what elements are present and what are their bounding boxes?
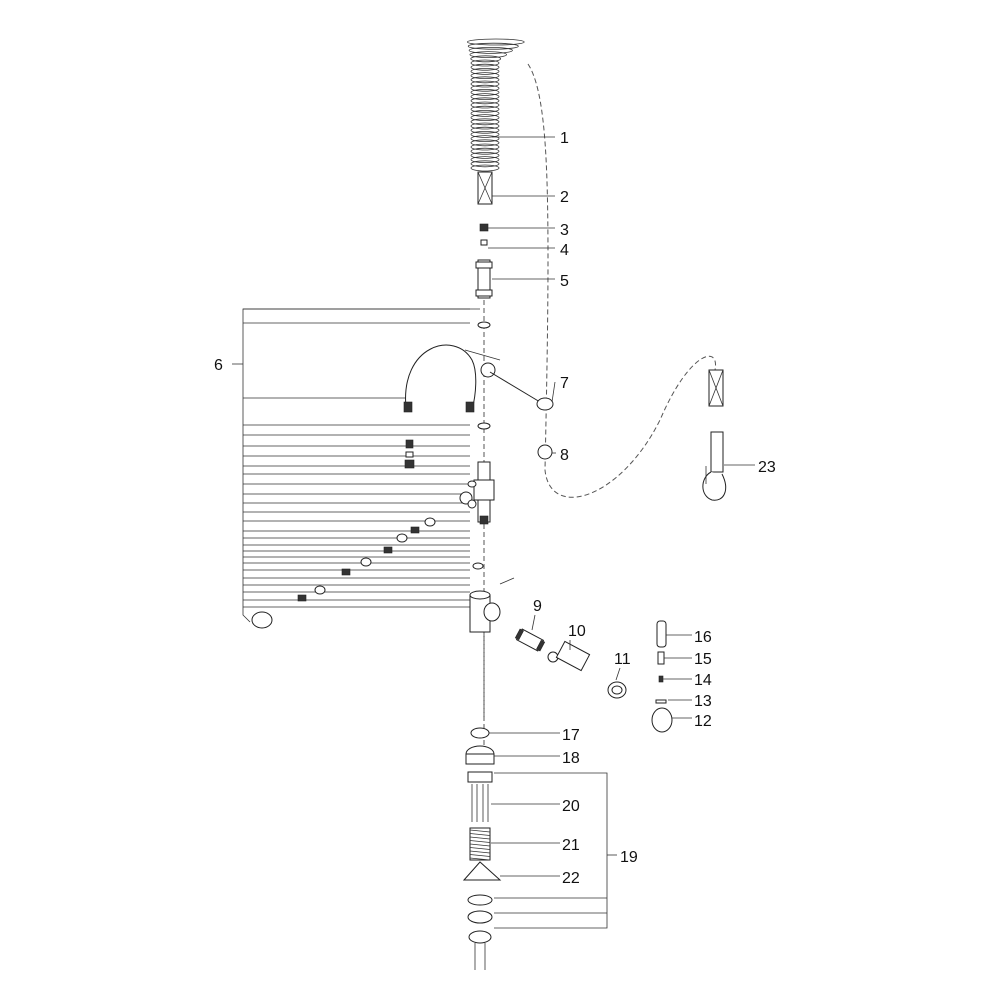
spray-head-part bbox=[710, 431, 724, 473]
set-screw-part bbox=[657, 651, 665, 665]
lever-pin-part bbox=[656, 620, 667, 648]
callout-10: 10 bbox=[568, 623, 586, 640]
callout-4: 4 bbox=[560, 242, 569, 259]
o-ring-part bbox=[470, 727, 490, 739]
handle-sleeve-part bbox=[555, 640, 591, 672]
callout-11: 11 bbox=[614, 651, 631, 668]
callout-2: 2 bbox=[560, 189, 569, 206]
callout-21: 21 bbox=[562, 837, 580, 854]
callout-12: 12 bbox=[694, 713, 712, 730]
callout-15: 15 bbox=[694, 651, 712, 668]
callout-6: 6 bbox=[214, 357, 223, 374]
clip-part bbox=[537, 444, 553, 460]
hose-path bbox=[527, 63, 717, 498]
mounting-studs-part bbox=[471, 784, 489, 822]
bracket-6 bbox=[232, 308, 480, 623]
guide-ring-part bbox=[536, 397, 554, 411]
callout-7: 7 bbox=[560, 375, 569, 392]
callout-22: 22 bbox=[562, 870, 580, 887]
callout-13: 13 bbox=[694, 693, 712, 710]
callout-8: 8 bbox=[560, 447, 569, 464]
small-fittings bbox=[251, 517, 436, 629]
callout-18: 18 bbox=[562, 750, 580, 767]
washer-part bbox=[480, 239, 488, 246]
callout-17: 17 bbox=[562, 727, 580, 744]
coil-spring-part bbox=[466, 38, 525, 172]
callout-9: 9 bbox=[533, 598, 542, 615]
callout-14: 14 bbox=[694, 672, 712, 689]
callout-20: 20 bbox=[562, 798, 580, 815]
callout-19: 19 bbox=[620, 849, 638, 866]
handle-knob-part bbox=[651, 707, 673, 733]
bracket-plate-part bbox=[462, 861, 502, 881]
spout-part bbox=[405, 344, 477, 411]
callout-1: 1 bbox=[560, 130, 569, 147]
callout-16: 16 bbox=[694, 629, 712, 646]
nut-part bbox=[479, 223, 489, 232]
callout-3: 3 bbox=[560, 222, 569, 239]
cartridge-part bbox=[514, 628, 546, 652]
connector-part bbox=[477, 259, 491, 299]
callout-5: 5 bbox=[560, 273, 569, 290]
callout-23: 23 bbox=[758, 459, 776, 476]
